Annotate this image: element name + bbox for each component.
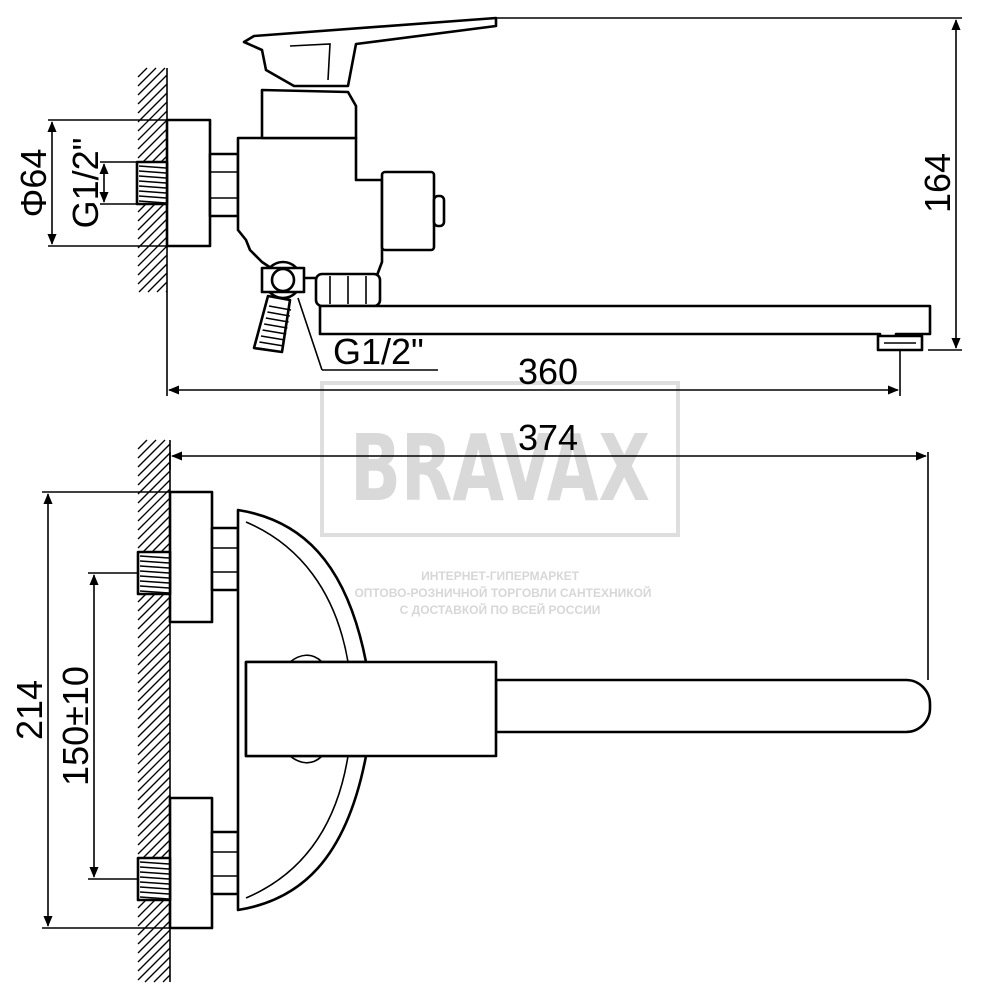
mixer-body bbox=[236, 136, 384, 280]
mixer-lever bbox=[242, 16, 498, 88]
wall-flange bbox=[165, 118, 212, 248]
lower-eccentric-nut bbox=[210, 830, 240, 896]
dimension-thread-outlet: G1/2" bbox=[297, 297, 438, 372]
dimension-thread-wall: G1/2" bbox=[65, 138, 137, 229]
eccentric-nut bbox=[208, 152, 240, 218]
dimension-thread-outlet-label: G1/2" bbox=[333, 331, 424, 372]
dimension-164-label: 164 bbox=[917, 153, 958, 213]
dimension-360-label: 360 bbox=[518, 351, 578, 392]
watermark: BRAVAX ИНТЕРНЕТ-ГИПЕРМАРКЕТ ОПТОВО-РОЗНИ… bbox=[320, 381, 680, 617]
watermark-brand: BRAVAX bbox=[350, 415, 650, 522]
cartridge-housing bbox=[260, 88, 358, 140]
dimension-214-label: 214 bbox=[9, 680, 50, 740]
side-view: Φ64 G1/2" 164 G1/2" 360 bbox=[13, 16, 962, 396]
dimension-164: 164 bbox=[496, 17, 962, 351]
lower-flange bbox=[168, 796, 214, 930]
spout-plan bbox=[494, 678, 932, 734]
dimension-150-label: 150±10 bbox=[55, 666, 96, 786]
dimension-214: 214 bbox=[9, 491, 170, 929]
dimension-thread-wall-label: G1/2" bbox=[65, 138, 106, 229]
shower-outlet bbox=[252, 260, 306, 354]
dimension-374-label: 374 bbox=[518, 417, 578, 458]
diverter-knob bbox=[380, 170, 436, 252]
upper-flange bbox=[168, 490, 214, 624]
watermark-line-2: ОПТОВО-РОЗНИЧНОЙ ТОРГОВЛИ САНТЕХНИКОЙ bbox=[354, 585, 651, 600]
dimension-phi64: Φ64 bbox=[13, 119, 167, 247]
dimension-360: 360 bbox=[166, 292, 901, 396]
dimension-150: 150±10 bbox=[55, 572, 138, 880]
upper-eccentric-nut bbox=[210, 526, 240, 592]
dimension-374: 374 bbox=[169, 417, 929, 680]
watermark-line-3: С ДОСТАВКОЙ ПО ВСЕЙ РОССИИ bbox=[400, 602, 601, 617]
central-block bbox=[244, 660, 498, 758]
plan-view: 374 214 150±10 bbox=[9, 417, 932, 983]
dimension-phi64-label: Φ64 bbox=[13, 149, 54, 218]
watermark-line-1: ИНТЕРНЕТ-ГИПЕРМАРКЕТ bbox=[421, 569, 580, 583]
